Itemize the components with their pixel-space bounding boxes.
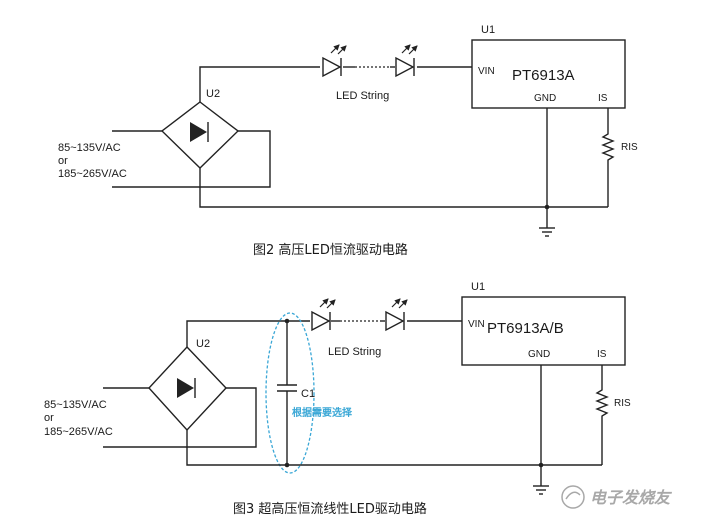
ground-symbol-fig2	[539, 207, 555, 237]
wire-top-left-fig3	[186, 320, 310, 347]
figure-2: U1 VIN PT6913A GND IS LED String	[58, 24, 638, 258]
cap-note-fig3: 根据需要选择	[292, 406, 353, 419]
return-wire-fig3	[186, 447, 602, 466]
bridge-loop-wire-fig3	[186, 387, 257, 448]
pin-gnd-fig2: GND	[534, 93, 556, 104]
watermark-text: 电子发烧友	[590, 488, 673, 507]
ic-part-fig2: PT6913A	[512, 67, 575, 84]
bridge-ref-fig3: U2	[196, 338, 210, 350]
pin-is-fig2: IS	[598, 93, 608, 104]
pin-vin-fig2: VIN	[478, 66, 495, 77]
bridge-ref-fig2: U2	[206, 88, 220, 100]
input-spec-3-fig2: 185~265V/AC	[58, 168, 127, 180]
input-spec-2-fig2: or	[58, 155, 68, 167]
cap-ref-fig3: C1	[301, 388, 315, 400]
led-string-label-fig2: LED String	[336, 90, 389, 102]
watermark-icon	[561, 485, 585, 509]
resistor-label-fig2: RIS	[621, 142, 638, 153]
ic-ref-fig3: U1	[471, 281, 485, 293]
resistor-ris-fig2	[601, 108, 615, 207]
led-2-fig2	[395, 44, 418, 78]
input-spec-1-fig3: 85~135V/AC	[44, 399, 107, 411]
resistor-label-fig3: RIS	[614, 398, 631, 409]
input-spec-3-fig3: 185~265V/AC	[44, 426, 113, 438]
ic-u1-fig3	[461, 296, 626, 366]
input-spec-2-fig3: or	[44, 412, 54, 424]
ground-symbol-fig3	[533, 465, 549, 495]
pin-vin-fig3: VIN	[468, 319, 485, 330]
ic-ref-fig2: U1	[481, 24, 495, 36]
led-string-label-fig3: LED String	[328, 346, 381, 358]
wire-top-left-fig2	[199, 66, 320, 102]
bridge-rectifier-fig3	[148, 345, 227, 432]
watermark-logo: 电子发烧友	[561, 485, 673, 509]
caption-fig2: 图2 高压LED恒流驱动电路	[253, 242, 408, 258]
return-wire-fig2	[199, 187, 608, 208]
resistor-ris-fig3	[595, 365, 609, 465]
cap-highlight-ellipse	[265, 312, 315, 474]
figure-3: U1 VIN PT6913A/B GND IS LED String	[44, 281, 631, 517]
input-spec-1-fig2: 85~135V/AC	[58, 142, 121, 154]
pin-gnd-fig3: GND	[528, 349, 550, 360]
ic-part-fig3: PT6913A/B	[487, 320, 564, 337]
bridge-loop-wire-fig2	[199, 130, 271, 188]
pin-is-fig3: IS	[597, 349, 607, 360]
bridge-rectifier-fig2	[160, 101, 240, 169]
led-1-fig3	[311, 298, 336, 332]
caption-fig3: 图3 超高压恒流线性LED驱动电路	[233, 501, 427, 517]
ic-u1-fig2	[471, 39, 626, 109]
led-2-fig3	[385, 298, 408, 332]
led-1-fig2	[322, 44, 347, 78]
